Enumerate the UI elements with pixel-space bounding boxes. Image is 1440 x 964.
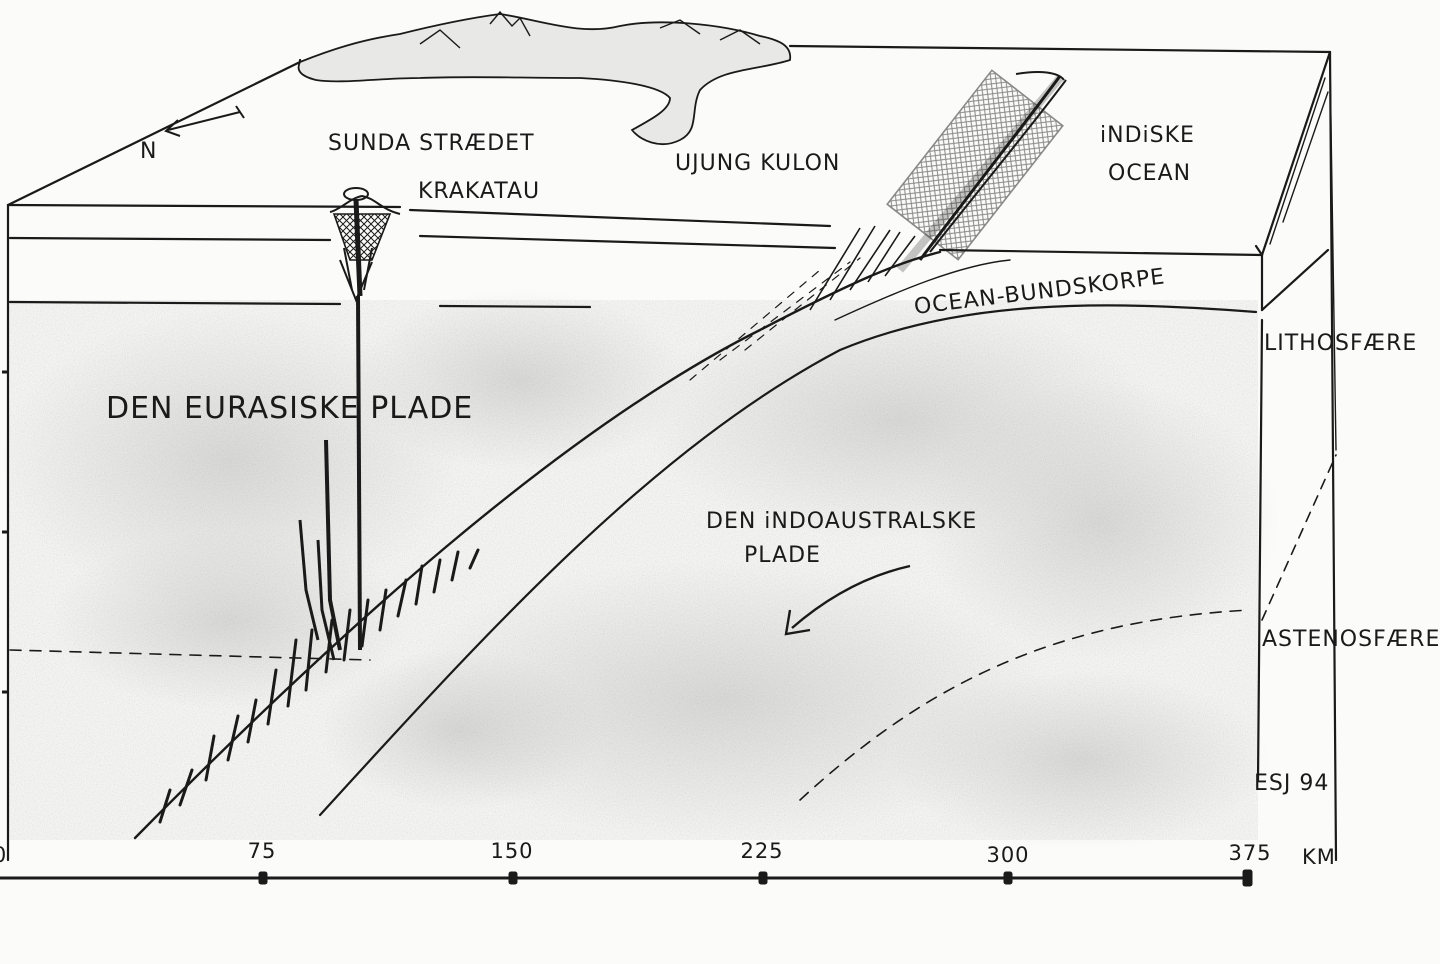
- label-ocean: OCEAN: [1108, 161, 1191, 186]
- label-indiske: iNDiSKE: [1100, 123, 1195, 148]
- label-north: N: [140, 139, 157, 164]
- scale-label-300: 300: [986, 843, 1029, 867]
- scale-unit: KM: [1302, 845, 1336, 869]
- krakatau-volcano: [298, 187, 401, 661]
- section-shading: [0, 290, 1280, 850]
- scale-label-150: 150: [490, 839, 533, 863]
- depth-ticks: [2, 370, 8, 694]
- north-arrow-icon: [164, 105, 245, 137]
- scale-label-375: 375: [1228, 841, 1271, 865]
- scale-tick-150: [508, 871, 518, 885]
- scale-tick-375: [1242, 869, 1253, 887]
- scale-bar: [0, 869, 1253, 887]
- label-eurasian-plate: DEN EURASISKE PLADE: [106, 391, 473, 426]
- scale-label-225: 225: [740, 839, 783, 863]
- seismic-streaks: [158, 548, 480, 824]
- scale-tick-300: [1003, 871, 1013, 885]
- label-krakatau: KRAKATAU: [418, 179, 540, 204]
- scale-tick-225: [758, 871, 768, 885]
- label-ujung-kulon: UJUNG KULON: [675, 151, 840, 176]
- scale-label-0: 0: [0, 843, 7, 867]
- scale-tick-75: [258, 871, 268, 885]
- block-outline: [6, 44, 1338, 862]
- label-lithosfaere: LITHOSFÆRE: [1264, 331, 1417, 356]
- surface-islands: [297, 10, 792, 145]
- label-sunda-straedet: SUNDA STRÆDET: [328, 131, 535, 156]
- plate-motion-arrow-icon: [784, 564, 911, 636]
- label-indoaustralian-plate: DEN iNDOAUSTRALSKE: [706, 509, 977, 534]
- label-signature: ESJ 94: [1254, 771, 1329, 796]
- scale-label-75: 75: [248, 839, 277, 863]
- label-plade: PLADE: [744, 543, 821, 568]
- label-astenosfaere: ASTENOSFÆRE: [1262, 627, 1440, 652]
- trench-wedge: [809, 69, 1067, 311]
